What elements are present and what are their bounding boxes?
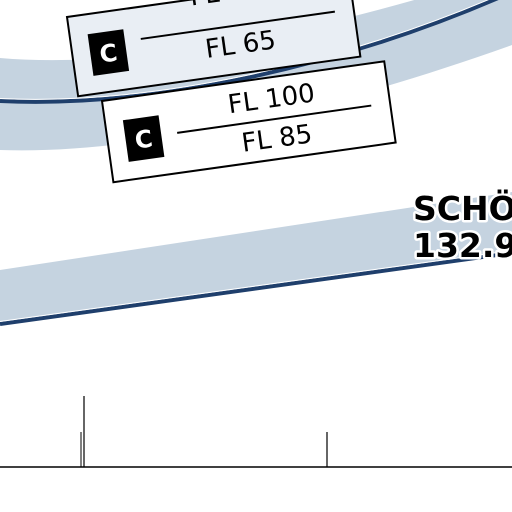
airspace-limit-box: C FL 100 FL 85 <box>100 60 397 184</box>
airspace-class-letter: C <box>133 124 154 154</box>
limit-divider <box>177 104 372 134</box>
sector-frequency: 132.99 <box>413 226 512 265</box>
airspace-box-frame <box>100 60 397 184</box>
airspace-boundary-upper-inner <box>0 0 489 100</box>
airspace-limit-box: C FL 100 FL 65 <box>65 0 362 98</box>
airspace-boundary-upper <box>0 0 499 104</box>
airspace-boundary-lower <box>0 251 512 326</box>
limit-divider <box>140 10 336 40</box>
class-badge <box>122 115 165 162</box>
airspace-boundary-lower-inner <box>0 250 512 322</box>
airspace-box-frame <box>65 0 362 98</box>
airspace-band-lower <box>0 192 512 322</box>
class-badge <box>87 29 130 76</box>
airspace-class-letter: C <box>98 38 119 68</box>
sector-name: SCHÖ <box>413 188 512 228</box>
